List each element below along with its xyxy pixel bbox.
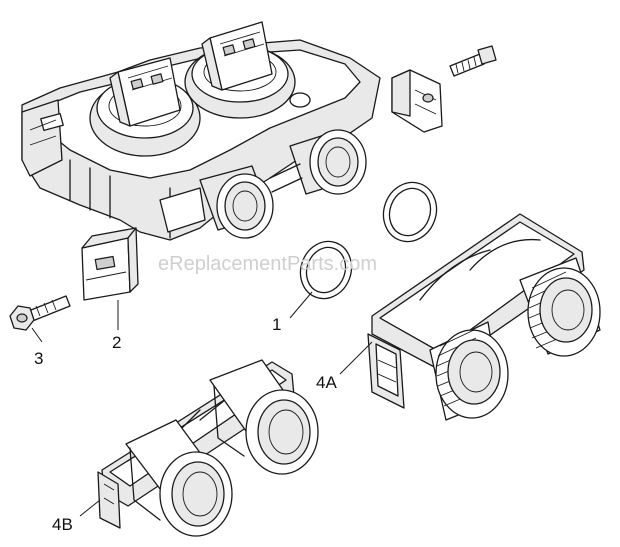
leader-4a bbox=[339, 341, 373, 375]
leader-1 bbox=[289, 291, 313, 319]
watermark-text: eReplacementParts.com bbox=[158, 253, 377, 275]
callout-3: 3 bbox=[34, 349, 43, 368]
leader-3 bbox=[31, 327, 43, 343]
callout-4b: 4B bbox=[52, 515, 73, 534]
callout-2: 2 bbox=[112, 333, 121, 352]
callout-4a: 4A bbox=[316, 373, 337, 392]
bolt[interactable] bbox=[449, 45, 497, 77]
callout-1: 1 bbox=[272, 315, 281, 334]
bracket[interactable] bbox=[391, 69, 443, 133]
sweat-adapter[interactable] bbox=[97, 359, 319, 537]
valve-body[interactable] bbox=[21, 21, 381, 241]
o-ring-upper[interactable] bbox=[375, 175, 444, 249]
o-ring-lower[interactable] bbox=[293, 234, 360, 306]
threaded-adapter[interactable] bbox=[367, 213, 601, 421]
leader-4b bbox=[79, 499, 101, 517]
screw[interactable] bbox=[9, 295, 71, 331]
clip[interactable] bbox=[81, 227, 139, 301]
